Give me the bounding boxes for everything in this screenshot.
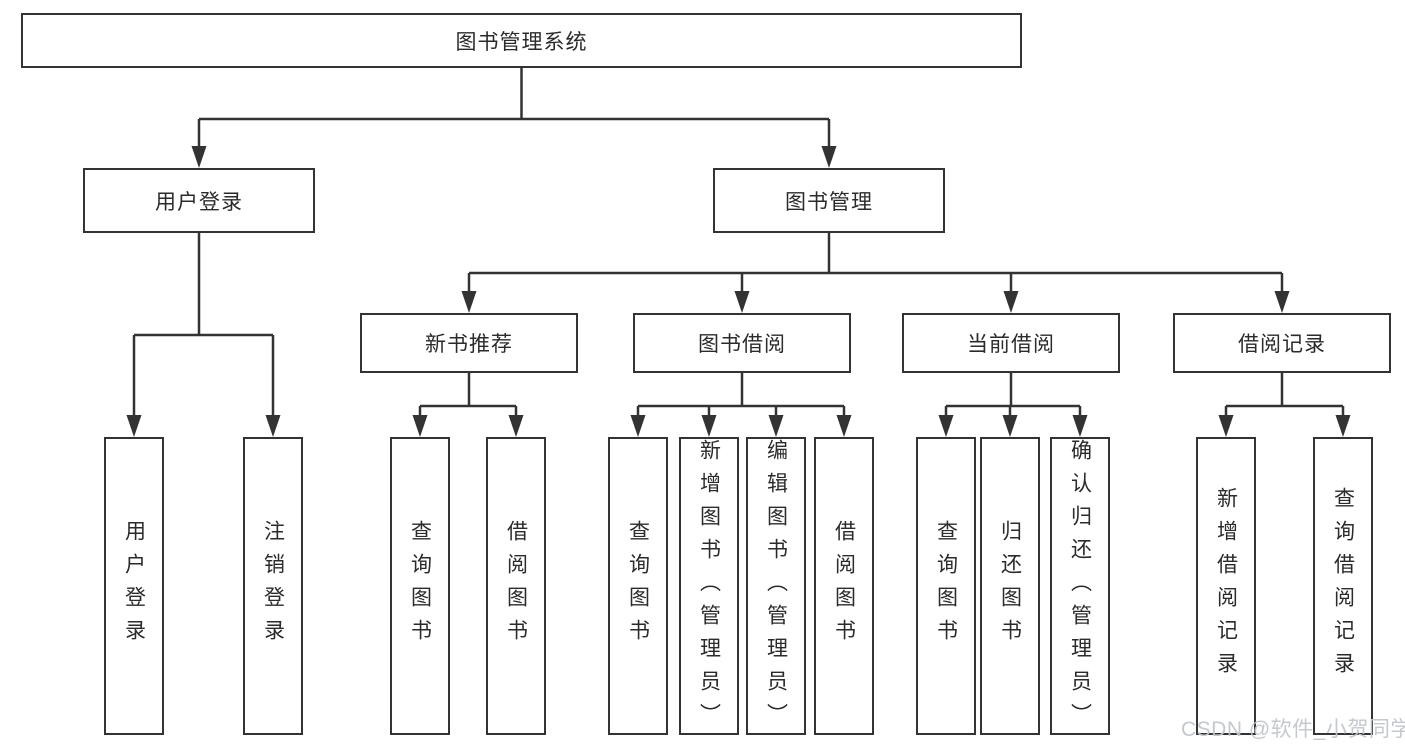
leaf-borrowing-add-books-admin-label: 新增图书（管理员） xyxy=(697,439,721,736)
leaf-borrowing-borrow-books-label: 借阅图书 xyxy=(832,520,856,652)
node-book-borrowing: 图书借阅 xyxy=(633,313,851,373)
leaf-records-query-record: 查询借阅记录 xyxy=(1313,437,1373,735)
node-user-login: 用户登录 xyxy=(83,168,315,233)
leaf-newbooks-borrow-books: 借阅图书 xyxy=(486,437,546,735)
leaf-current-query-books: 查询图书 xyxy=(916,437,976,735)
node-borrowing-records-label: 借阅记录 xyxy=(1238,333,1326,356)
leaf-logout-label: 注销登录 xyxy=(261,520,285,652)
leaf-borrowing-edit-books-admin-label: 编辑图书（管理员） xyxy=(764,439,788,736)
leaf-current-return-books-label: 归还图书 xyxy=(998,520,1022,652)
leaf-borrowing-query-books-label: 查询图书 xyxy=(626,520,650,652)
leaf-records-add-record-label: 新增借阅记录 xyxy=(1214,487,1238,685)
node-book-management-label: 图书管理 xyxy=(785,190,873,214)
leaf-borrowing-query-books: 查询图书 xyxy=(608,437,668,735)
leaf-newbooks-borrow-books-label: 借阅图书 xyxy=(504,520,528,652)
leaf-borrowing-edit-books-admin: 编辑图书（管理员） xyxy=(746,437,806,736)
node-book-borrowing-label: 图书借阅 xyxy=(698,333,786,356)
node-current-borrowing-label: 当前借阅 xyxy=(967,333,1055,356)
leaf-current-confirm-return-admin: 确认归还（管理员） xyxy=(1050,437,1110,736)
arrowhead-icons xyxy=(126,146,1351,437)
node-user-login-label: 用户登录 xyxy=(155,190,243,214)
leaf-borrowing-add-books-admin: 新增图书（管理员） xyxy=(679,437,739,736)
leaf-current-return-books: 归还图书 xyxy=(980,437,1040,735)
node-borrowing-records: 借阅记录 xyxy=(1173,313,1391,373)
leaf-borrowing-borrow-books: 借阅图书 xyxy=(814,437,874,735)
leaf-current-confirm-return-admin-label: 确认归还（管理员） xyxy=(1068,439,1092,736)
leaf-current-query-books-label: 查询图书 xyxy=(934,520,958,652)
leaf-user-login-label: 用户登录 xyxy=(122,520,146,652)
leaf-newbooks-query-books-label: 查询图书 xyxy=(408,520,432,652)
node-root: 图书管理系统 xyxy=(21,13,1022,68)
leaf-newbooks-query-books: 查询图书 xyxy=(390,437,450,735)
node-root-label: 图书管理系统 xyxy=(455,30,588,54)
node-current-borrowing: 当前借阅 xyxy=(902,313,1120,373)
csdn-watermark: CSDN @软件_小贺同学 xyxy=(1181,718,1405,741)
node-new-book-recommend: 新书推荐 xyxy=(360,313,578,373)
node-book-management: 图书管理 xyxy=(713,168,945,233)
leaf-records-query-record-label: 查询借阅记录 xyxy=(1331,487,1355,685)
leaf-logout: 注销登录 xyxy=(243,437,303,735)
leaf-records-add-record: 新增借阅记录 xyxy=(1196,437,1256,735)
node-new-book-recommend-label: 新书推荐 xyxy=(425,333,513,356)
leaf-user-login: 用户登录 xyxy=(104,437,164,735)
